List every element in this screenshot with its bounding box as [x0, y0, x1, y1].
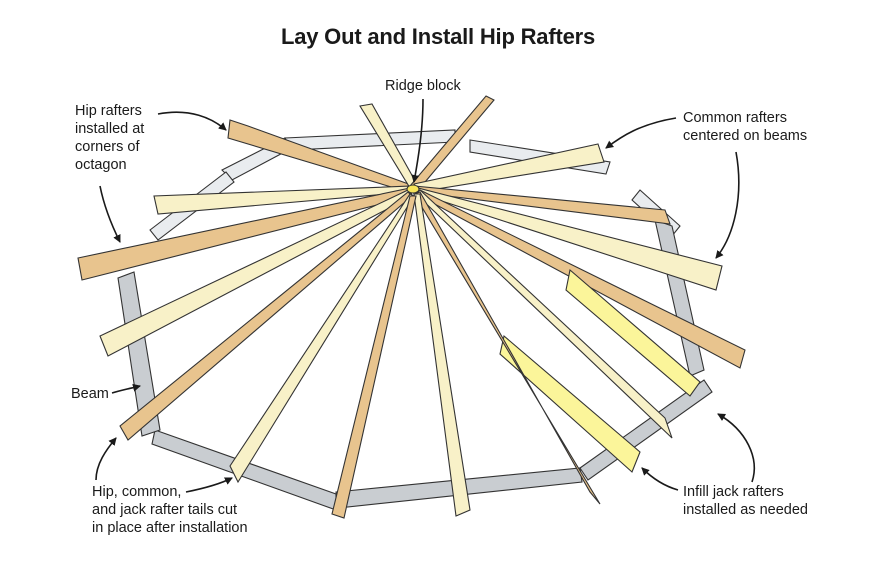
arrow-tails-left — [95, 437, 117, 481]
beam-label: Beam — [71, 386, 109, 402]
arrow-infill-right — [717, 413, 756, 483]
leader-arrows — [95, 98, 756, 493]
arrow-tails-right — [185, 477, 233, 493]
common-rafters-label: Common rafters centered on beams — [683, 110, 808, 144]
beam-back — [284, 129, 456, 151]
arrow-common-rafters-right — [715, 151, 740, 259]
arrow-hip-rafters-left — [99, 185, 121, 243]
diagram-title: Lay Out and Install Hip Rafters — [280, 24, 596, 49]
jack-rafter-right-upper — [565, 268, 701, 397]
arrow-hip-rafters-top — [157, 111, 227, 131]
arrow-ridge-block — [411, 98, 424, 183]
infill-jack-rafters-label: Infill jack rafters installed as needed — [683, 484, 808, 518]
rafters-group — [77, 95, 746, 519]
ridge-block-label: Ridge block — [385, 78, 461, 94]
arrow-beam — [111, 383, 141, 394]
hip-rafter-front — [331, 195, 417, 519]
arrow-common-rafters-top — [605, 117, 677, 149]
jack-rafter-right-lower — [499, 334, 641, 473]
common-rafter-front — [413, 193, 471, 517]
hip-rafters-label: Hip rafters installed at corners of octa… — [75, 103, 145, 173]
rafter-tails-label: Hip, common, and jack rafter tails cut i… — [92, 484, 248, 536]
arrow-infill-left — [641, 467, 679, 491]
beam-left — [117, 271, 161, 437]
ridge-block — [406, 184, 420, 194]
